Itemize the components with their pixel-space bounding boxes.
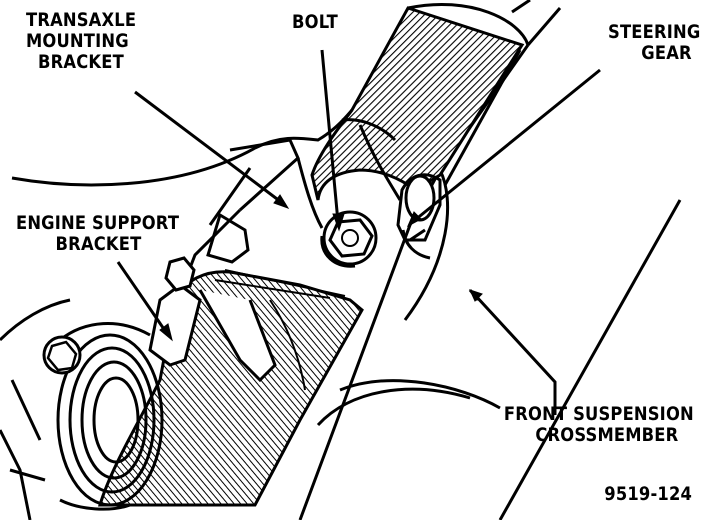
bolt-head bbox=[320, 210, 378, 268]
leader-lines bbox=[116, 49, 601, 415]
engine-support-bracket bbox=[98, 269, 364, 507]
arrow-crossmember bbox=[469, 289, 483, 302]
leader-bolt bbox=[320, 49, 340, 223]
leader-crossmember bbox=[473, 293, 557, 415]
engine-block bbox=[0, 298, 71, 520]
label-steering-gear: STEERING GEAR bbox=[607, 21, 700, 64]
label-front-suspension-crossmember: FRONT SUSPENSION CROSSMEMBER bbox=[504, 403, 694, 446]
pulley bbox=[56, 322, 164, 511]
figure-number: 9519-124 bbox=[604, 483, 692, 505]
crossmember-hatched-body bbox=[310, 6, 525, 201]
leader-arrowheads bbox=[159, 194, 483, 342]
label-transaxle-mounting-bracket: TRANSAXLE MOUNTING BRACKET bbox=[26, 9, 137, 73]
arrow-transaxle bbox=[273, 194, 290, 209]
support-bracket-nut bbox=[164, 256, 196, 292]
transaxle-mounting-bracket bbox=[11, 109, 442, 269]
label-bolt: BOLT bbox=[292, 11, 338, 33]
label-engine-support-bracket: ENGINE SUPPORT BRACKET bbox=[16, 212, 180, 255]
leader-engine-support bbox=[116, 261, 170, 336]
engine-bolt bbox=[42, 335, 82, 375]
arrow-bolt bbox=[332, 213, 345, 232]
arrow-steering bbox=[406, 211, 422, 228]
arrow-engine-support bbox=[159, 323, 173, 342]
leader-transaxle bbox=[134, 90, 286, 207]
leader-steering bbox=[414, 68, 601, 222]
crossmember-lower-edge bbox=[316, 199, 682, 520]
